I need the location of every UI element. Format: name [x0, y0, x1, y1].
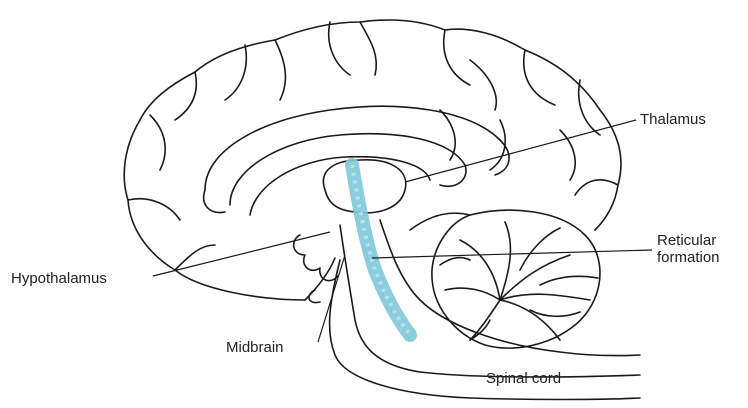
hypothalamus-label: Hypothalamus	[11, 270, 107, 287]
reticular-label-line2: formation	[657, 249, 720, 266]
leader-hypothalamus	[153, 232, 330, 276]
midbrain-label: Midbrain	[226, 339, 284, 356]
leader-reticular	[372, 250, 652, 258]
reticular-label-line1: Reticular	[657, 232, 720, 249]
reticular-formation-label: Reticular formation	[657, 232, 720, 266]
cerebellum-outline	[432, 210, 600, 348]
spinal-cord-label: Spinal cord	[486, 370, 561, 387]
leader-thalamus	[405, 120, 636, 182]
thalamus-label: Thalamus	[640, 111, 706, 128]
leader-midbrain	[318, 255, 345, 342]
hypothalamus-shape	[294, 235, 338, 281]
reticular-formation-band	[352, 165, 410, 335]
